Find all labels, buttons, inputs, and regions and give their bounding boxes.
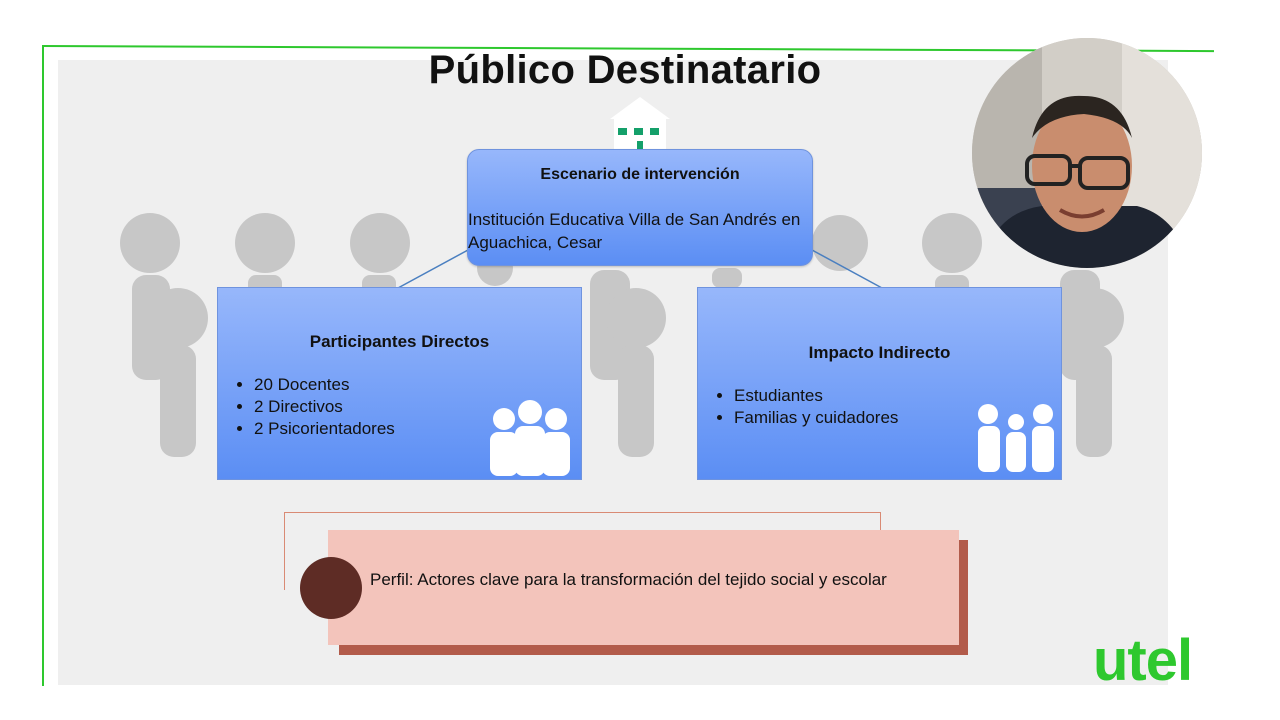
indirect-impact-box: Impacto Indirecto Estudiantes Familias y…	[697, 287, 1062, 480]
family-icon	[978, 404, 1054, 472]
profile-bullet-circle	[300, 557, 362, 619]
presenter-image	[972, 38, 1202, 268]
list-item: Estudiantes	[734, 385, 898, 407]
utel-logo: utel	[1093, 628, 1193, 693]
scenario-heading: Escenario de intervención	[540, 166, 740, 183]
direct-heading: Participantes Directos	[309, 332, 490, 351]
frame-line-left	[42, 46, 44, 686]
list-item: 2 Directivos	[254, 396, 395, 418]
scenario-box: Escenario de intervención Institución Ed…	[467, 149, 813, 266]
indirect-heading: Impacto Indirecto	[808, 343, 951, 362]
indirect-list: Estudiantes Familias y cuidadores	[716, 385, 898, 429]
group-people-icon	[490, 400, 570, 476]
slide-title: Público Destinatario	[428, 48, 822, 92]
list-item: 2 Psicorientadores	[254, 418, 395, 440]
list-item: 20 Docentes	[254, 374, 395, 396]
direct-list: 20 Docentes 2 Directivos 2 Psicorientado…	[236, 374, 395, 440]
direct-participants-box: Participantes Directos 20 Docentes 2 Dir…	[217, 287, 582, 480]
scenario-text: Institución Educativa Villa de San André…	[468, 210, 801, 252]
profile-text: Perfil: Actores clave para la transforma…	[370, 570, 887, 589]
list-item: Familias y cuidadores	[734, 407, 898, 429]
webcam-presenter	[972, 38, 1202, 268]
profile-box	[328, 530, 959, 645]
